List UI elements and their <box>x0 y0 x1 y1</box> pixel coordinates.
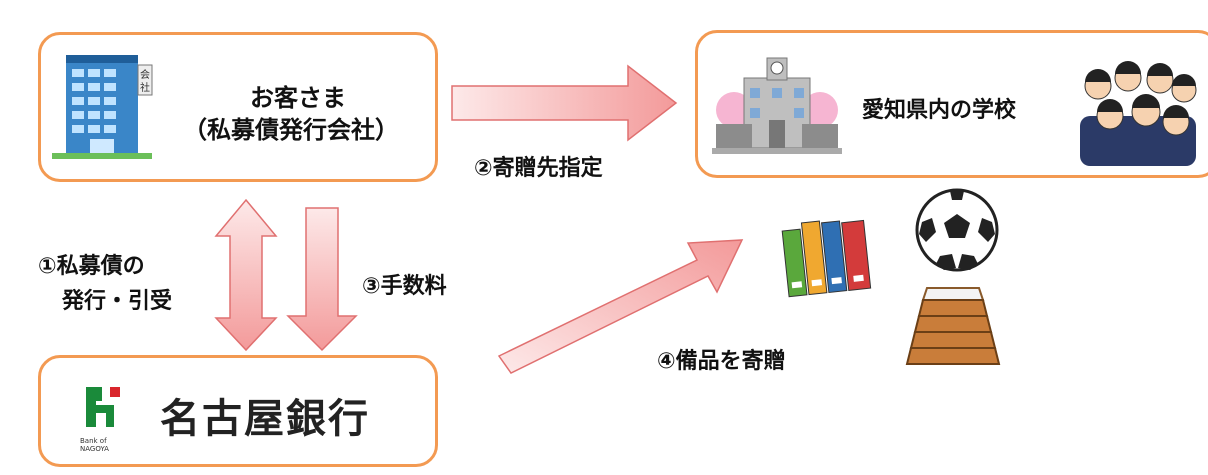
bank-logo-text: Bank of NAGOYA <box>80 437 109 453</box>
books-icon <box>781 219 872 298</box>
bank-name: 名古屋銀行 <box>160 396 370 442</box>
soccer-ball-icon <box>915 188 999 272</box>
customer-subtitle: （私募債発行会社） <box>183 116 399 144</box>
arrow-issue-underwrite <box>214 198 278 352</box>
customer-title: お客さま <box>250 84 346 112</box>
building-sign-char1: 会 <box>140 68 150 81</box>
arrow-donate-equipment <box>497 239 744 374</box>
step1-private-bond: ①私募債の <box>38 254 145 279</box>
school-building-icon <box>712 57 842 154</box>
step2-designate-recipient: ②寄贈先指定 <box>474 156 603 181</box>
step4-donate-equipment: ④備品を寄贈 <box>657 349 786 374</box>
bank-logo-icon <box>86 387 120 427</box>
building-sign-char2: 社 <box>140 81 150 94</box>
arrow-customer-to-school <box>451 64 678 142</box>
step1-issue-underwrite: 発行・引受 <box>62 289 173 314</box>
vaulting-box-icon <box>905 287 1001 365</box>
office-building-icon: 会 社 <box>52 55 153 159</box>
step3-fee: ③手数料 <box>362 274 447 299</box>
students-icon <box>1080 61 1197 166</box>
school-name: 愛知県内の学校 <box>862 98 1017 123</box>
arrow-fee <box>286 207 358 352</box>
